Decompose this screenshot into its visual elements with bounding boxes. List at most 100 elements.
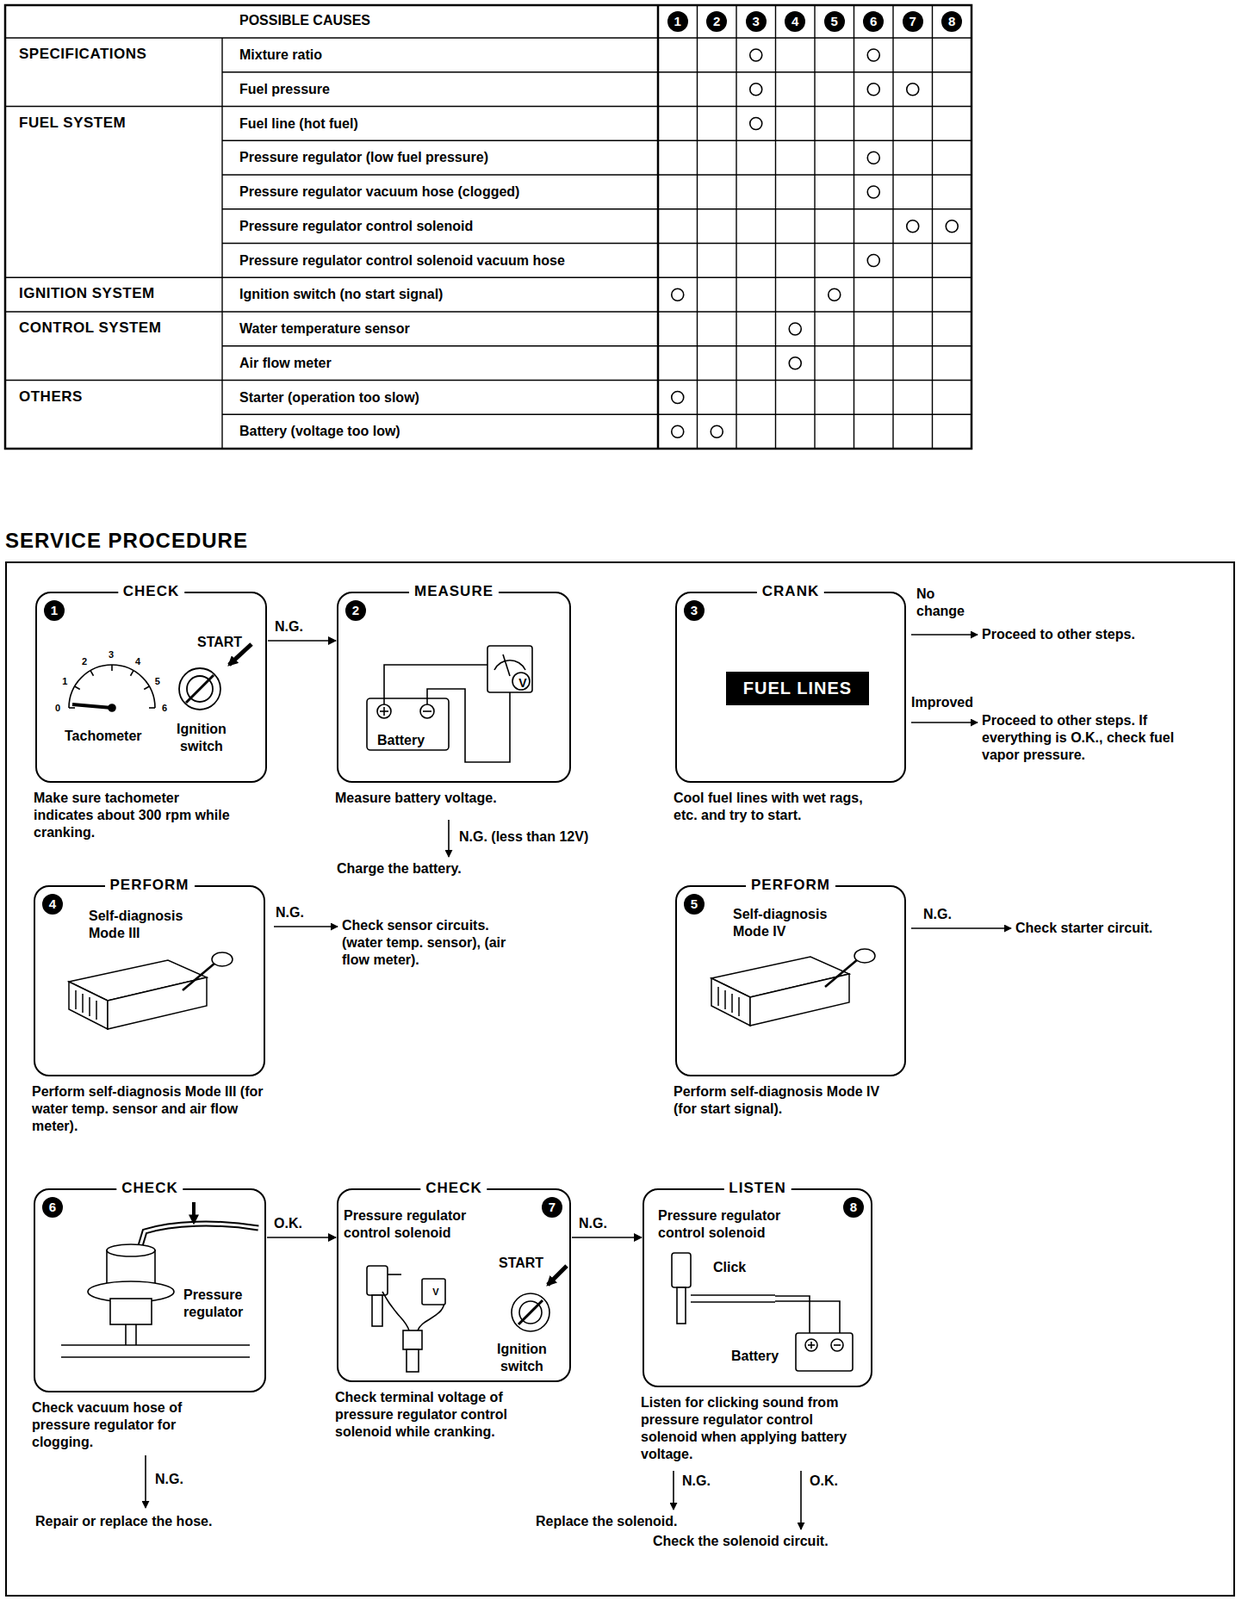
- ellipse-shape: [211, 952, 233, 967]
- rect-shape: [366, 698, 449, 751]
- step-number: 1: [43, 600, 65, 621]
- step-action: PERFORM: [105, 876, 195, 894]
- flow-arrow: [267, 639, 336, 642]
- cause-cell: Ignition switch (no start signal): [239, 285, 443, 304]
- circle-shape: [788, 357, 801, 370]
- box-text: Pressure regulator control solenoid: [343, 1207, 499, 1242]
- path-shape: [139, 1223, 259, 1249]
- step-caption: Make sure tachometer indicates about 300…: [33, 789, 241, 842]
- step-action: CHECK: [116, 1179, 183, 1198]
- circle-shape: [179, 668, 221, 710]
- line-shape: [143, 686, 149, 690]
- flow-arrow: [266, 1236, 336, 1239]
- step-caption: Cool fuel lines with wet rags, etc. and …: [673, 789, 889, 825]
- result-text: Check sensor circuits. (water temp. sens…: [341, 917, 515, 969]
- line-shape: [222, 414, 972, 416]
- line-shape: [833, 1344, 841, 1347]
- circle-shape: [750, 83, 763, 96]
- box-text: START: [197, 633, 243, 652]
- edge-label: O.K.: [272, 1215, 305, 1233]
- step-box: LISTEN8Pressure regulator control soleno…: [642, 1188, 873, 1388]
- rect-shape: [110, 1298, 152, 1325]
- category-cell: OTHERS: [18, 388, 83, 406]
- table-header: POSSIBLE CAUSES: [239, 12, 371, 30]
- circle-shape: [671, 425, 684, 438]
- line-shape: [222, 71, 972, 73]
- step-number: 4: [42, 893, 63, 915]
- line-shape: [273, 925, 338, 928]
- section-title: SERVICE PROCEDURE: [5, 528, 249, 553]
- rect-shape: [795, 1333, 853, 1372]
- step-action: CHECK: [117, 583, 185, 601]
- result-text: Repair or replace the hose.: [35, 1513, 212, 1531]
- line-shape: [422, 710, 432, 713]
- line-shape: [95, 1000, 98, 1020]
- circle-shape: [828, 288, 841, 301]
- circle-shape: [945, 220, 958, 233]
- voltmeter-circuit: [366, 645, 533, 763]
- line-shape: [911, 633, 978, 636]
- tachometer: [68, 664, 156, 712]
- circle-shape: [519, 1301, 542, 1324]
- step-box: CHECK6Pressure regulatorCheck vacuum hos…: [33, 1188, 267, 1393]
- step-number: 3: [683, 600, 705, 621]
- rect-shape: [671, 1253, 691, 1288]
- circle-shape: [805, 1339, 818, 1352]
- scale-number: 5: [155, 675, 161, 688]
- line-shape: [813, 5, 815, 449]
- circle-shape: [186, 676, 213, 702]
- line-shape: [502, 654, 510, 677]
- line-shape: [690, 1301, 776, 1304]
- step-number: 8: [843, 1197, 864, 1218]
- scale-number: 2: [81, 655, 87, 668]
- category-cell: FUEL SYSTEM: [18, 114, 126, 132]
- box-text: Pressure regulator control solenoid: [658, 1207, 814, 1242]
- path-shape: [494, 660, 526, 671]
- line-shape: [5, 105, 972, 107]
- rect-shape: [422, 1278, 446, 1305]
- result-text: Check starter circuit.: [1015, 919, 1153, 938]
- cause-number: 1: [667, 11, 689, 32]
- circle-shape: [867, 186, 880, 199]
- step-caption: Check terminal voltage of pressure regul…: [335, 1389, 564, 1441]
- use-shape: [711, 949, 876, 1026]
- cause-cell: Water temperature sensor: [239, 320, 410, 338]
- table-marks: [671, 49, 959, 438]
- branch-label: No change: [916, 585, 977, 621]
- line-shape: [5, 277, 972, 279]
- line-shape: [74, 686, 81, 690]
- step-box: PERFORM5Self-diagnosis Mode IVPerform se…: [675, 885, 907, 1077]
- line-shape: [144, 1455, 147, 1509]
- step-caption: Check vacuum hose of pressure regulator …: [31, 1399, 239, 1452]
- path-shape: [775, 1301, 840, 1334]
- line-shape: [5, 379, 972, 381]
- path-shape: [139, 1223, 259, 1249]
- rect-shape: [676, 1287, 686, 1324]
- box-text: Battery: [377, 732, 425, 750]
- line-shape: [81, 993, 84, 1013]
- cause-cell: Mixture ratio: [239, 46, 323, 64]
- path-shape: [384, 664, 488, 705]
- step-number: 5: [683, 893, 705, 915]
- result-text: Proceed to other steps.: [981, 626, 1136, 644]
- box-text: Battery: [731, 1347, 779, 1366]
- line-shape: [74, 990, 77, 1010]
- line-shape: [222, 173, 972, 175]
- circle-shape: [511, 1293, 550, 1332]
- solenoid-listen: [671, 1253, 853, 1372]
- step-box: PERFORM4Self-diagnosis Mode IIIPerform s…: [33, 885, 266, 1077]
- line-shape: [775, 5, 776, 449]
- circle-shape: [377, 704, 392, 719]
- cause-number: 6: [862, 11, 884, 32]
- step-caption: Listen for clicking sound from pressure …: [640, 1394, 857, 1464]
- line-shape: [5, 37, 972, 39]
- box-text: Pressure regulator: [183, 1286, 261, 1322]
- result-arrows: [145, 634, 1012, 1530]
- box-text: Self-diagnosis Mode III: [88, 907, 218, 943]
- rect-shape: [366, 1266, 388, 1296]
- pressure-regulator: [61, 1202, 259, 1358]
- procedure-frame: SERVICE PROCEDURECHECK1STARTTachometerIg…: [5, 561, 1236, 1597]
- line-shape: [88, 997, 91, 1017]
- step-caption: Perform self-diagnosis Mode IV (for star…: [673, 1083, 889, 1118]
- rect-shape: [403, 1330, 423, 1350]
